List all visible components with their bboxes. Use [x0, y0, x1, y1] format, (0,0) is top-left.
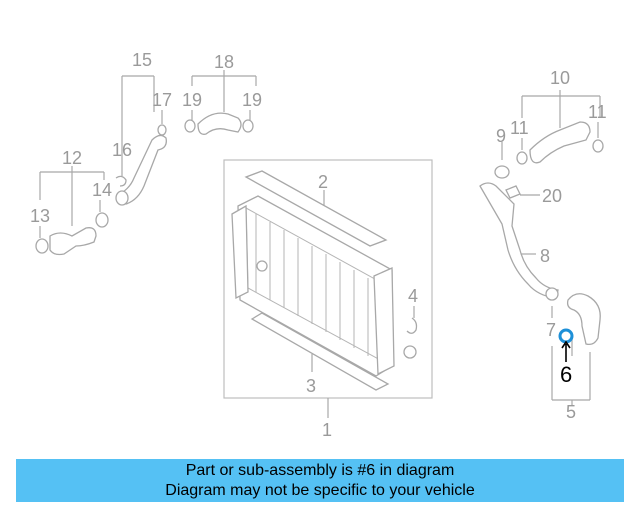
clamp-part-9	[494, 165, 510, 179]
callout-12: 12	[62, 148, 82, 168]
outlet-port	[403, 345, 417, 359]
callout-17: 17	[152, 90, 172, 110]
clamp-part-14	[95, 212, 109, 228]
upper-left-pipe-group	[115, 75, 167, 206]
info-banner: Part or sub-assembly is #6 in diagram Di…	[16, 459, 624, 502]
hose-part-18	[197, 112, 242, 135]
banner-line-2: Diagram may not be specific to your vehi…	[165, 482, 475, 499]
clip-part-16	[115, 175, 127, 187]
right-top-hose-group	[516, 90, 604, 165]
hose-part-12	[49, 227, 97, 256]
callout-15: 15	[132, 50, 152, 70]
arrow-icon	[561, 340, 571, 362]
highlighted-part-6	[558, 328, 574, 344]
callout-20: 20	[542, 186, 562, 206]
callout-9: 9	[496, 126, 506, 146]
callout-2: 2	[318, 172, 328, 192]
right-lower-hose-group	[551, 293, 601, 406]
callout-11-right: 11	[588, 102, 607, 122]
inlet-port	[256, 260, 268, 272]
callout-7: 7	[546, 320, 556, 340]
callout-19-left: 19	[182, 90, 202, 110]
clamp-part-11-right	[592, 139, 604, 153]
hose-part-10	[529, 121, 591, 164]
right-pipe-group	[479, 142, 559, 318]
bracket-part-20	[505, 185, 521, 199]
banner-line-1: Part or sub-assembly is #6 in diagram	[185, 462, 455, 479]
clamp-part-13	[35, 238, 49, 254]
lower-seal-strip	[250, 312, 390, 391]
callout-5: 5	[566, 402, 576, 422]
clamp-part-17	[157, 124, 167, 136]
callout-16: 16	[112, 140, 132, 160]
intercooler-assembly	[223, 159, 433, 399]
clip-part-4	[406, 317, 418, 334]
clamp-part-19-right	[242, 119, 254, 133]
hose-end-15	[115, 190, 129, 206]
callout-11-left: 11	[510, 118, 529, 138]
callout-14: 14	[92, 180, 112, 200]
upper-seal-strip	[244, 170, 388, 247]
callout-8: 8	[540, 246, 550, 266]
callout-19-right: 19	[242, 90, 262, 110]
clamp-part-19-left	[184, 119, 196, 133]
callout-3: 3	[306, 376, 316, 396]
pipe-part-8	[479, 182, 559, 299]
callout-13: 13	[30, 206, 50, 226]
clamp-part-11-left	[516, 151, 528, 165]
top-hose-group	[184, 70, 257, 135]
callout-18: 18	[214, 52, 234, 72]
clamp-part-7	[545, 287, 559, 301]
hose-part-5	[566, 293, 601, 346]
callout-1: 1	[322, 420, 332, 440]
right-tank	[373, 267, 395, 376]
callout-10: 10	[550, 68, 570, 88]
callout-6: 6	[560, 362, 572, 387]
callout-4: 4	[408, 286, 418, 306]
left-tank	[231, 204, 249, 300]
left-hose-group	[35, 166, 109, 256]
